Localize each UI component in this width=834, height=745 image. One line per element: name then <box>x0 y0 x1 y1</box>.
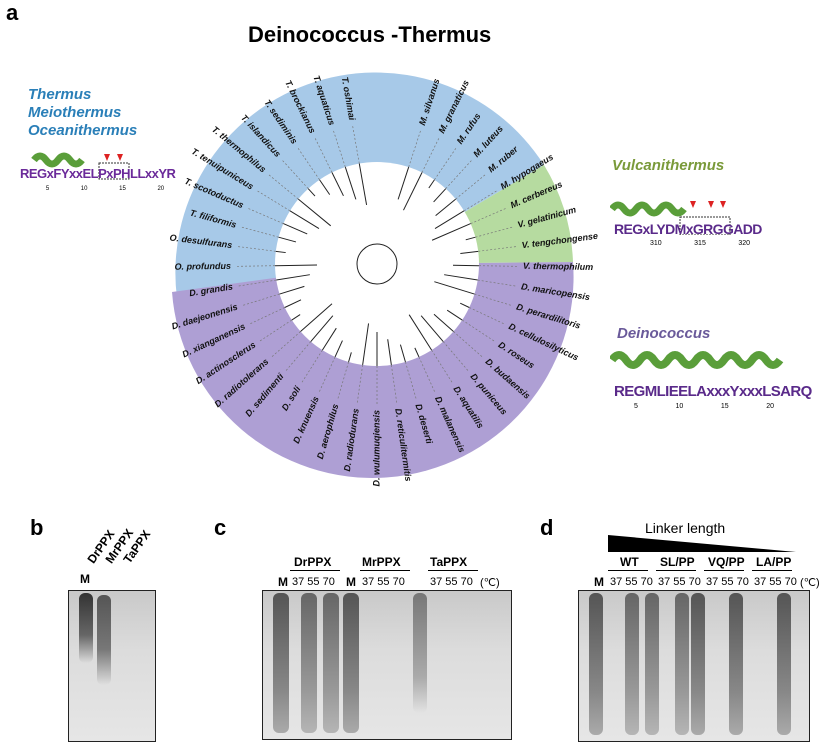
panel-d-group-wt: WT <box>620 555 639 569</box>
vulcani-tick-315: 315 <box>694 240 706 247</box>
panel-d-temps-la: 37 55 70 <box>754 576 797 588</box>
deino-tick-5: 5 <box>634 403 638 410</box>
panel-c-group-drppx: DrPPX <box>294 555 332 569</box>
panel-c-group-mrppx: MrPPX <box>362 555 401 569</box>
vulcani-tick-320: 320 <box>738 240 750 247</box>
panel-d-temps-wt: 37 55 70 <box>610 576 653 588</box>
deino-tick-10: 10 <box>675 403 684 410</box>
panel-a-letter: a <box>6 0 19 25</box>
panel-d-letter: d <box>540 515 554 540</box>
vulcani-tick-310: 310 <box>650 240 662 247</box>
deino-logo <box>610 351 784 369</box>
panel-c-group-tappx: TaPPX <box>430 555 468 569</box>
group-label-vulcanithermus: Vulcanithermus <box>612 157 725 174</box>
figure-title: Deinococcus -Thermus <box>248 22 492 47</box>
panel-c-temps-ta: 37 55 70 <box>430 576 473 588</box>
gel-c <box>262 590 512 740</box>
panel-c-temps-dr: 37 55 70 <box>292 576 335 588</box>
group-label-oceanithermus: Oceanithermus <box>28 122 138 139</box>
panel-b-lane-m: M <box>80 572 90 586</box>
deino-tick-15: 15 <box>720 403 729 410</box>
vulcani-logo-sequence: REGxLYDMxGRGGADD <box>614 221 762 237</box>
gel-d <box>578 590 810 742</box>
thermus-tick-5: 5 <box>45 186 50 192</box>
panel-d-marker: M <box>594 575 604 589</box>
thermus-tick-20: 20 <box>157 186 165 192</box>
panel-d-group-lapp: LA/PP <box>756 555 792 569</box>
thermus-tick-10: 10 <box>80 186 88 192</box>
panel-d-temps-vq: 37 55 70 <box>706 576 749 588</box>
vulcani-logo <box>610 201 731 235</box>
taxon-label: O. profundus <box>174 261 231 272</box>
group-label-deinococcus: Deinococcus <box>617 325 711 342</box>
panel-c-marker-2: M <box>346 575 356 589</box>
panel-d-group-vqpp: VQ/PP <box>708 555 745 569</box>
thermus-logo <box>31 152 130 180</box>
panel-d-group-slpp: SL/PP <box>660 555 695 569</box>
sector-deino <box>172 262 574 478</box>
thermus-logo-sequence: REGxFYxxELPxPHLLxxYR <box>20 166 176 181</box>
linker-wedge <box>608 535 796 552</box>
panel-d-temps-sl: 37 55 70 <box>658 576 701 588</box>
taxon-label: V. thermophilum <box>523 261 593 272</box>
group-label-meiothermus: Meiothermus <box>28 104 122 121</box>
panel-c-marker: M <box>278 575 288 589</box>
gel-b <box>68 590 156 742</box>
panel-c-unit: (℃) <box>480 577 500 589</box>
thermus-tick-15: 15 <box>119 186 126 192</box>
panel-c-temps-mr: 37 55 70 <box>362 576 405 588</box>
deino-logo-sequence: REGMLIEELAxxxYxxxLSARQ <box>614 383 812 400</box>
taxon-label: D. wulumuqiensis <box>371 410 381 487</box>
panel-b-letter: b <box>30 515 44 540</box>
group-label-thermus: Thermus <box>28 86 92 103</box>
linker-length-label: Linker length <box>645 520 726 536</box>
panel-d-unit: (℃) <box>800 577 820 589</box>
panel-c-letter: c <box>214 515 227 540</box>
deino-tick-20: 20 <box>766 403 774 410</box>
